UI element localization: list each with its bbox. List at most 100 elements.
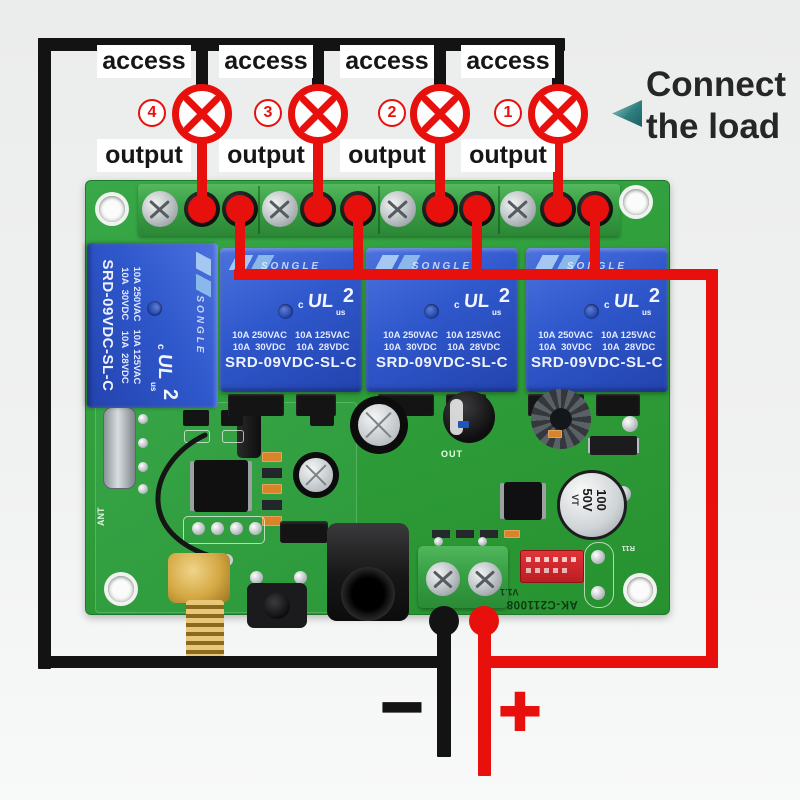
relay-dimple xyxy=(278,304,293,319)
output-label-ch2: output xyxy=(340,139,434,172)
channel-number-3: 3 xyxy=(254,99,282,127)
wire-bottom-horizontal xyxy=(38,656,451,668)
terminal-block-divider xyxy=(258,186,260,234)
relay-model: SRD-09VDC-SL-C xyxy=(224,354,357,371)
relay-dimple xyxy=(147,301,162,316)
smd-part xyxy=(432,530,450,538)
regulator-ic xyxy=(504,482,542,520)
smd-led xyxy=(458,421,469,428)
terminal-screw xyxy=(426,562,460,596)
relay-model: SRD-09VDC-SL-C xyxy=(530,354,663,371)
dc-power-jack xyxy=(327,523,409,621)
smd-resistor xyxy=(504,530,520,538)
relay-brand: SONGLE xyxy=(194,295,205,356)
terminal-screw xyxy=(142,191,178,227)
smd-resistor xyxy=(262,516,282,526)
lamp-wire-4 xyxy=(197,140,207,214)
access-label-ch4: access xyxy=(97,45,191,78)
terminal-screw xyxy=(262,191,298,227)
red-component xyxy=(520,550,584,583)
solder-pad xyxy=(591,550,605,564)
jumper-header-outline xyxy=(183,516,265,544)
lamp-feed-stub-3 xyxy=(312,48,324,88)
wire-terminal-dot xyxy=(463,195,491,223)
header-pin xyxy=(230,522,243,535)
mounting-hole xyxy=(99,196,125,222)
positive-wire-terminal-dot xyxy=(469,606,499,636)
header-pin xyxy=(211,522,224,535)
load-lamp-symbol-4 xyxy=(172,84,232,144)
access-label-ch3: access xyxy=(219,45,313,78)
terminal-screw xyxy=(468,562,502,596)
terminal-jumper-4 xyxy=(235,212,245,280)
board-version: V1.1 xyxy=(500,587,519,597)
relay-model: SRD-09VDC-SL-C xyxy=(99,259,116,392)
ant-silkscreen-label: ANT xyxy=(96,507,106,527)
solder-pad xyxy=(138,438,148,448)
relay-rating: 10A 30VDC 10A 28VDC xyxy=(383,342,501,353)
terminal-jumper-3 xyxy=(353,212,363,280)
silkscreen-outline xyxy=(184,430,210,443)
connect-load-line2: the load xyxy=(646,107,781,146)
load-lamp-symbol-3 xyxy=(288,84,348,144)
jumper-cap xyxy=(280,521,328,543)
wire-terminal-dot xyxy=(426,195,454,223)
minus-symbol: − xyxy=(377,672,428,741)
electrolytic-capacitor-top xyxy=(293,452,339,498)
terminal-screw xyxy=(380,191,416,227)
supply-wire-right-vertical xyxy=(706,269,718,668)
load-lamp-symbol-1 xyxy=(528,84,588,144)
power-input-terminal xyxy=(418,546,508,608)
smd-part xyxy=(480,530,498,538)
electrolytic-capacitor-top xyxy=(350,396,408,454)
large-capacitor-100-50v: 100 50V VT xyxy=(557,470,627,540)
relay-rating: 10A 30VDC 10A 28VDC xyxy=(232,342,350,353)
out-silkscreen-label: OUT xyxy=(441,449,463,459)
toroid-inductor xyxy=(531,389,591,449)
terminal-jumper-1 xyxy=(590,212,600,280)
wire-terminal-dot xyxy=(188,195,216,223)
lamp-feed-stub-1 xyxy=(552,48,564,88)
lamp-feed-stub-2 xyxy=(434,48,446,88)
r11-outline xyxy=(584,542,614,608)
mounting-hole xyxy=(623,189,649,215)
relay-pin-block xyxy=(296,394,336,416)
solder-pad xyxy=(138,414,148,424)
arrow-left-icon xyxy=(612,100,642,127)
silkscreen-outline xyxy=(222,430,244,443)
r11-silkscreen-label: R11 xyxy=(621,544,635,553)
board-model: AK-C211008 xyxy=(506,598,578,610)
smd-resistor xyxy=(548,430,562,438)
capacitor-voltage: 50V xyxy=(580,488,595,512)
terminal-jumper-2 xyxy=(472,212,482,280)
relay-model: SRD-09VDC-SL-C xyxy=(375,354,508,371)
channel-number-1: 1 xyxy=(494,99,522,127)
capacitor-series: VT xyxy=(570,494,580,506)
smd-resistor xyxy=(262,484,282,494)
terminal-block-divider xyxy=(498,186,500,234)
relay-rating: 10A 250VAC 10A 125VAC xyxy=(131,266,142,385)
smd-diode xyxy=(262,468,282,478)
smd-diode xyxy=(262,500,282,510)
terminal-screw xyxy=(500,191,536,227)
relay-brand: SONGLE xyxy=(411,261,473,272)
lamp-feed-stub-4 xyxy=(196,48,208,88)
channel-number-4: 4 xyxy=(138,99,166,127)
wire-terminal-dot xyxy=(304,195,332,223)
relay-pin-block xyxy=(596,394,640,416)
common-bus-wire xyxy=(234,269,718,280)
access-label-ch2: access xyxy=(340,45,434,78)
supply-wire-bottom xyxy=(478,656,718,668)
relay-rating: 10A 30VDC 10A 28VDC xyxy=(538,342,656,353)
relay-dimple xyxy=(584,304,599,319)
lamp-wire-2 xyxy=(435,140,445,214)
terminal-pin xyxy=(478,537,487,546)
wire-terminal-dot xyxy=(344,195,372,223)
sma-antenna-connector-thread xyxy=(186,600,224,658)
